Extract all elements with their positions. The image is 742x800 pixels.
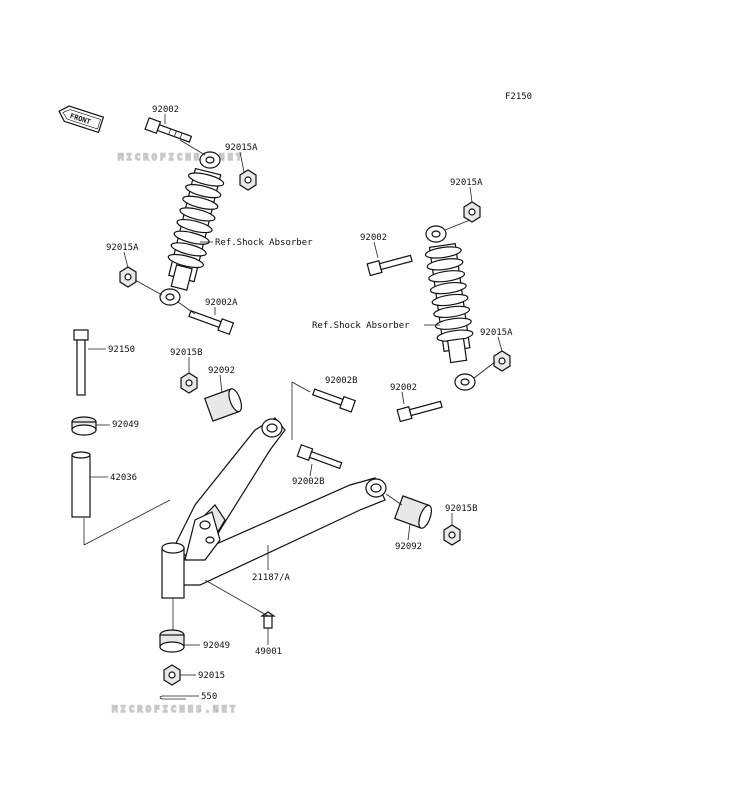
callout-92015a-right-top: 92015A bbox=[450, 178, 483, 188]
callout-92015a-left: 92015A bbox=[106, 243, 139, 253]
callout-92002a: 92002A bbox=[205, 298, 238, 308]
watermark-bottom: MICROFICHES.NET bbox=[112, 705, 238, 715]
callout-ref-shock-left: Ref.Shock Absorber bbox=[215, 238, 313, 248]
callout-92002b-top: 92002B bbox=[325, 376, 358, 386]
king-pin-assembly bbox=[71, 329, 171, 546]
callout-92015: 92015 bbox=[198, 671, 225, 681]
front-arrow-icon: FRONT bbox=[58, 105, 105, 134]
front-pivot-hardware bbox=[385, 493, 461, 546]
callout-92002b-mid: 92002B bbox=[292, 477, 325, 487]
callout-ref-shock-right: Ref.Shock Absorber bbox=[312, 321, 410, 331]
figure-code: F2150 bbox=[505, 92, 532, 102]
callout-92015b-right: 92015B bbox=[445, 504, 478, 514]
callout-92092-right: 92092 bbox=[395, 542, 422, 552]
callouts: 92002 92015A Ref.Shock Absorber 92015A 9… bbox=[88, 105, 513, 702]
a-arm bbox=[161, 417, 387, 599]
right-shock-absorber bbox=[366, 201, 511, 423]
lower-knuckle-hardware bbox=[159, 579, 276, 700]
callout-92015b-left: 92015B bbox=[170, 348, 203, 358]
callout-92092-left: 92092 bbox=[208, 366, 235, 376]
callout-92002-right-bottom: 92002 bbox=[390, 383, 417, 393]
callout-550: 550 bbox=[201, 692, 217, 702]
callout-92049-top: 92049 bbox=[112, 420, 139, 430]
callout-21187a: 21187/A bbox=[252, 573, 291, 583]
callout-42036: 42036 bbox=[110, 473, 137, 483]
rear-pivot-hardware bbox=[180, 372, 357, 470]
callout-92015a-right: 92015A bbox=[480, 328, 513, 338]
callout-92150: 92150 bbox=[108, 345, 135, 355]
callout-92002-top: 92002 bbox=[152, 105, 179, 115]
callout-49001: 49001 bbox=[255, 647, 282, 657]
watermark-top: MICROFICHES.NET bbox=[118, 153, 244, 163]
callout-92049-bottom: 92049 bbox=[203, 641, 230, 651]
callout-92015a-top: 92015A bbox=[225, 143, 258, 153]
callout-92002-right: 92002 bbox=[360, 233, 387, 243]
left-shock-absorber bbox=[119, 117, 257, 336]
